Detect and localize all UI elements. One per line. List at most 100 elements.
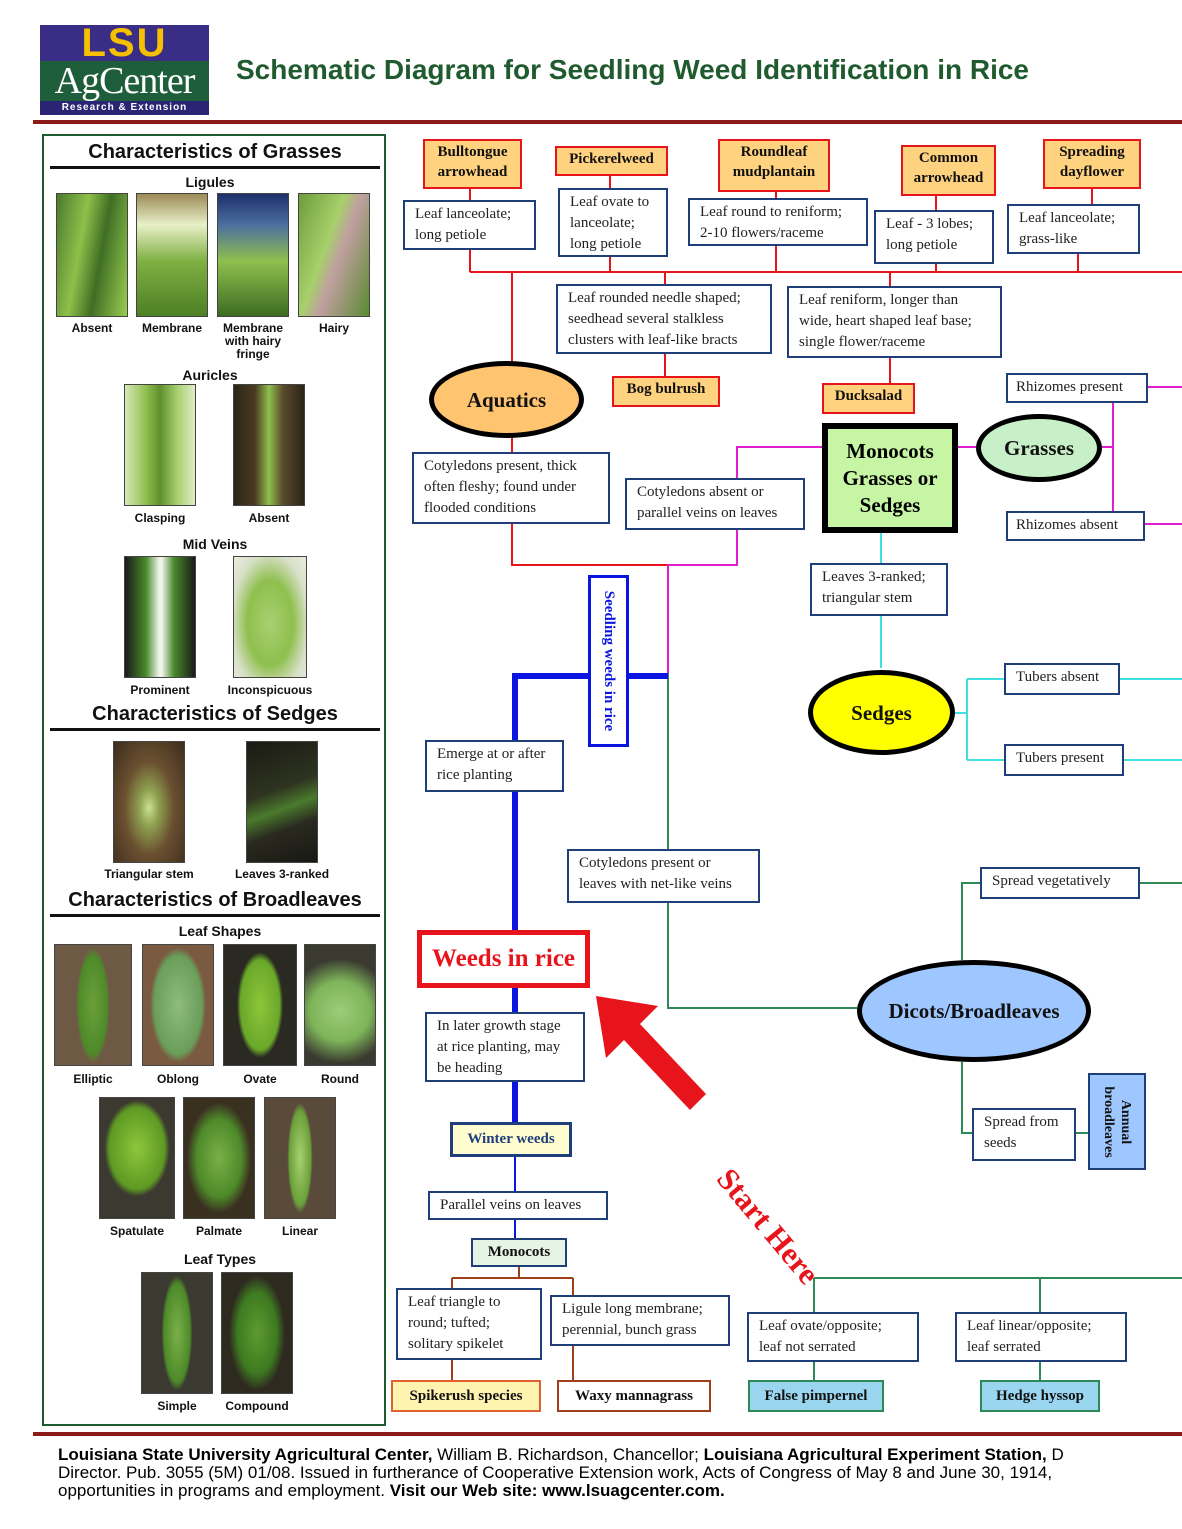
monocots-box: Monocots [471,1238,567,1267]
footer-line3-pre: opportunities in programs and employment… [58,1481,390,1500]
midvein-prominent-photo [124,556,196,678]
sedge-connectors [880,533,1182,761]
annual-broadleaves-box: Annual broadleaves [1088,1073,1146,1170]
midveins-heading: Mid Veins [182,536,248,552]
broadleaves-heading: Characteristics of Broadleaves [50,888,380,917]
round-leaf-photo [304,944,376,1066]
leaf-type-caption: Simple [157,1399,197,1413]
roundleaf-mudplantain-label: Roundleaf mudplantain [718,139,830,192]
footer-line-2: Director. Pub. 3055 (5M) 01/08. Issued i… [58,1463,1053,1482]
dicots-broadleaves-oval: Dicots/Broadleaves [857,960,1091,1062]
midvein-caption: Prominent [130,683,190,697]
winter-weeds-box: Winter weeds [450,1122,572,1157]
midvein-caption: Inconspicuous [227,683,313,697]
dicot-condition-box: Cotyledons present or leaves with net-li… [567,849,760,903]
leaf-shape-caption: Palmate [195,1224,243,1238]
footer-chancellor: William B. Richardson, Chancellor; [432,1446,704,1464]
ducksalad-trait-box: Leaf reniform, longer than wide, heart s… [787,286,1002,358]
leaf-shape-caption: Ovate [243,1072,277,1086]
leaf-type-caption: Compound [225,1399,289,1413]
auricle-caption: Clasping [134,511,186,525]
sedge-caption: Leaves 3-ranked [234,867,330,881]
start-here-arrow [596,996,706,1110]
ligule-hairy-photo [298,193,370,317]
hedge-hyssop-trait-box: Leaf linear/opposite; leaf serrated [955,1312,1127,1362]
spreading-dayflower-trait-box: Leaf lanceolate; grass-like [1007,204,1140,254]
tubers-absent-box: Tubers absent [1004,663,1120,695]
spread-from-seeds-box: Spread from seeds [972,1108,1076,1161]
monocot-condition-box: Cotyledons absent or parallel veins on l… [625,478,805,530]
emerge-box: Emerge at or after rice planting [425,740,564,792]
lsu-agcenter-logo: LSU AgCenter Research & Extension [40,23,209,115]
auricle-caption: Absent [248,511,290,525]
midvein-inconspicuous-photo [233,556,307,678]
ligule-caption: Membrane [141,321,203,335]
palmate-leaf-photo [183,1097,255,1219]
rhizomes-present-box: Rhizomes present [1006,373,1148,403]
footer: Louisiana State University Agricultural … [58,1446,1182,1500]
ligule-membrane-hairy-photo [217,193,289,317]
footer-line-3: opportunities in programs and employment… [58,1482,1182,1500]
logo-lsu: LSU [40,23,209,63]
ligule-caption: Membrane with hairy fringe [222,321,284,361]
logo-tagline: Research & Extension [40,101,209,115]
leaf-shape-caption: Spatulate [109,1224,164,1238]
leaf-types-heading: Leaf Types [183,1251,257,1267]
false-pimpernel-label: False pimpernel [748,1380,884,1412]
logo-agcenter: AgCenter [40,61,209,101]
grasses-heading: Characteristics of Grasses [50,140,380,169]
waxy-mannagrass-trait-box: Ligule long membrane; perennial, bunch g… [550,1295,730,1346]
leaf-shape-caption: Linear [281,1224,318,1238]
spreading-dayflower-label: Spreading dayflower [1043,139,1141,189]
pickerelweed-trait-box: Leaf ovate to lanceolate; long petiole [558,188,668,257]
ovate-leaf-photo [223,944,297,1066]
leaf-shape-caption: Elliptic [73,1072,113,1086]
ligule-membrane-photo [136,193,208,317]
leaf-shape-caption: Round [321,1072,359,1086]
later-growth-box: In later growth stage at rice planting, … [425,1012,585,1082]
pickerelweed-label: Pickerelweed [555,146,668,176]
auricle-clasping-photo [124,384,196,506]
footer-rule [33,1432,1182,1436]
leaves-3-ranked-photo [246,741,318,863]
elliptic-leaf-photo [54,944,132,1066]
spikerush-label: Spikerush species [391,1380,541,1412]
dicot-connectors [667,673,1182,1380]
weeds-in-rice-box: Weeds in rice [417,930,590,988]
leaf-shape-caption: Oblong [157,1072,199,1086]
auricles-heading: Auricles [182,367,238,383]
rhizomes-absent-box: Rhizomes absent [1006,511,1145,541]
common-arrowhead-trait-box: Leaf - 3 lobes; long petiole [874,210,994,264]
seedling-weeds-box: Seedling weeds in rice [588,575,629,747]
footer-org1: Louisiana State University Agricultural … [58,1446,433,1464]
spatulate-leaf-photo [99,1097,175,1219]
monocot-species-connectors [451,1267,574,1380]
footer-website-link[interactable]: Visit our Web site: www.lsuagcenter.com. [389,1481,725,1500]
parallel-veins-box: Parallel veins on leaves [428,1191,608,1220]
bulltongue-trait-box: Leaf lanceolate; long petiole [403,200,536,250]
sedges-heading: Characteristics of Sedges [50,702,380,731]
grasses-oval: Grasses [976,414,1102,482]
sedges-oval: Sedges [808,670,955,755]
ducksalad-label: Ducksalad [822,383,915,414]
ligule-caption: Hairy [318,321,350,335]
annual-broadleaves-label: Annual broadleaves [1101,1085,1133,1158]
sedge-caption: Triangular stem [104,867,194,881]
roundleaf-trait-box: Leaf round to reniform; 2-10 flowers/rac… [688,198,868,246]
header-rule [33,120,1182,124]
monocot-connectors [667,386,1182,673]
simple-leaf-photo [141,1272,213,1394]
ligules-heading: Ligules [185,174,235,190]
spread-vegetatively-box: Spread vegetatively [980,867,1140,899]
seedling-weeds-label: Seedling weeds in rice [600,590,617,732]
aquatic-connectors [469,176,1182,566]
leaf-shapes-heading: Leaf Shapes [178,923,262,939]
auricle-absent-photo [233,384,305,506]
footer-line1-tail: D [1046,1446,1064,1464]
oblong-leaf-photo [142,944,214,1066]
aquatics-condition-box: Cotyledons present, thick often fleshy; … [412,452,610,524]
tubers-present-box: Tubers present [1004,744,1124,776]
monocots-grasses-sedges-box: Monocots Grasses or Sedges [822,423,958,533]
compound-leaf-photo [221,1272,293,1394]
